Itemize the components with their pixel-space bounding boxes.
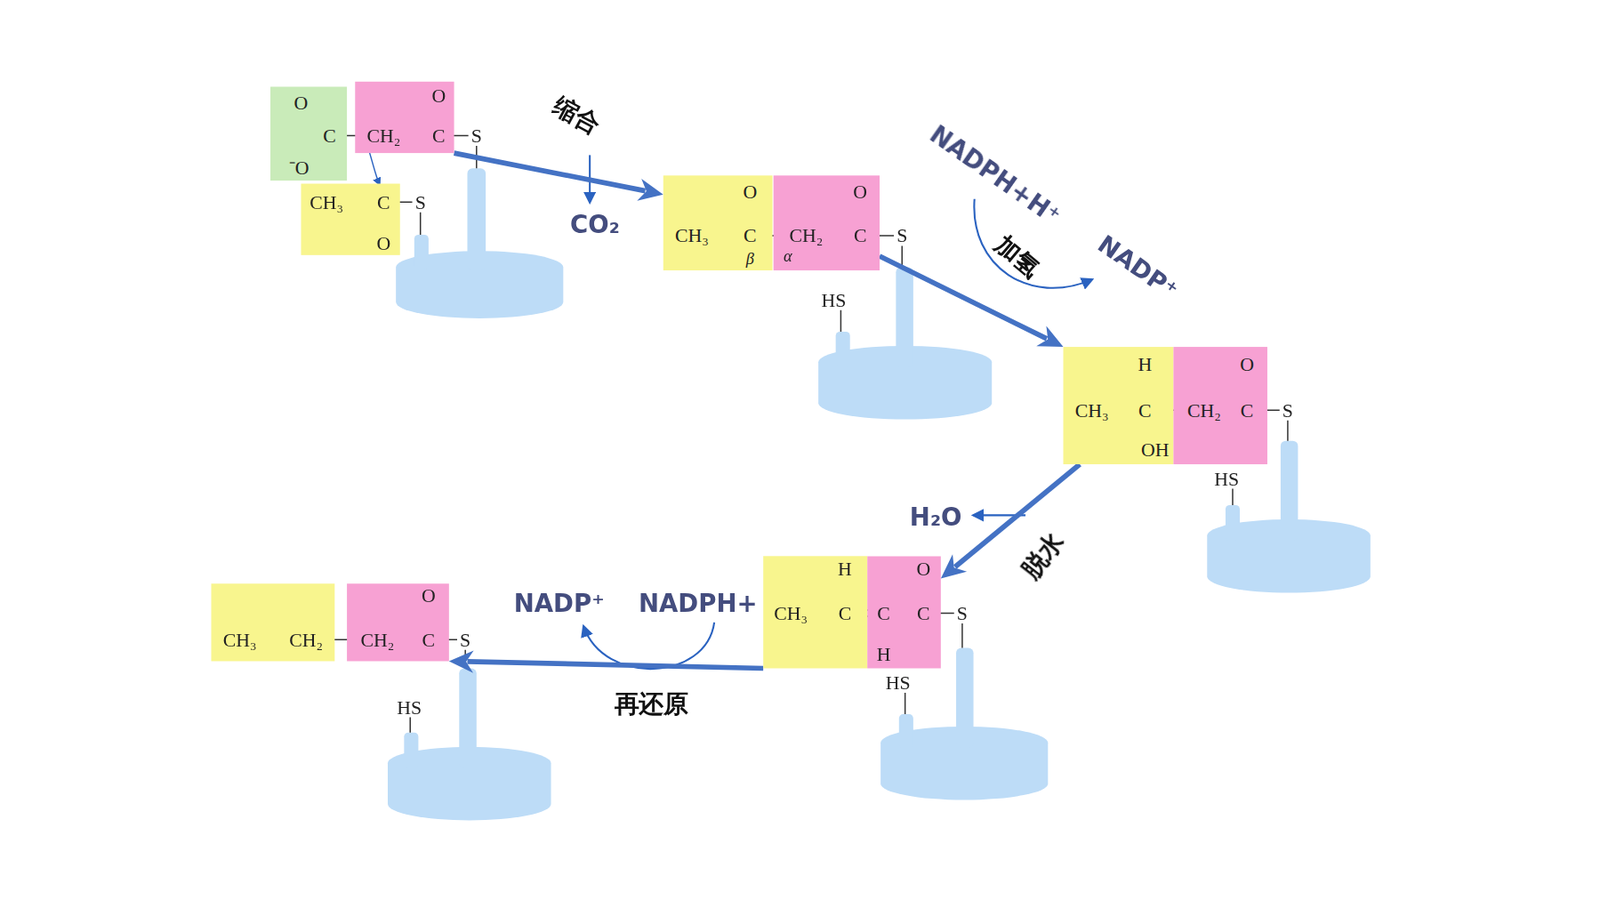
atom-text: C [916, 603, 931, 624]
step-label: 加氢 [990, 232, 1045, 282]
position-letter: α [783, 248, 793, 265]
atom-text: CH₃ [1075, 400, 1110, 420]
atom-text: O [377, 233, 392, 253]
atom-text: C [838, 603, 853, 624]
enzyme [387, 168, 1371, 821]
molecule-box: CH₃ CH₂ [210, 583, 335, 661]
atom-text: H [837, 558, 853, 579]
atom-text: C [876, 603, 891, 624]
arrow-shaft [454, 152, 646, 192]
atom-text: C [422, 629, 436, 650]
molecule-box: H CH₃ C OH [1063, 346, 1174, 465]
step-label: 脱水 [1018, 529, 1069, 583]
reaction-arrow [449, 650, 764, 673]
atom-text: O [1239, 354, 1255, 375]
atom-text: O [421, 586, 436, 606]
molecule-box: H CH₃ C [763, 555, 868, 668]
arrow-shaft [466, 661, 764, 669]
step-label: 缩合 [548, 93, 604, 138]
atom-text: CH₂ [289, 629, 323, 650]
atom-text: O [294, 93, 309, 113]
enzyme-arm [466, 168, 486, 271]
atom-label: S [415, 192, 427, 212]
molecule-box: OC ⁻O [270, 87, 347, 182]
atom-text: H [876, 644, 892, 665]
cofactor-label: NADP⁺ [514, 591, 605, 617]
cofactor-label: NADP⁺ [1093, 231, 1182, 304]
enzyme-arm [895, 267, 914, 368]
thiol-label: HS [820, 289, 846, 310]
molecule-box: O CH₃ Cβ [663, 175, 773, 271]
atom-text: ⁻O [289, 157, 310, 177]
molecule-box: O CH₂ C [346, 583, 450, 661]
atom-text: CH₂ [366, 126, 401, 146]
atom-text: O [852, 182, 868, 202]
atom-text: CH₃ [309, 192, 344, 212]
atom-text: CH₃ [223, 629, 258, 650]
molecule-box: O CH₂ C [354, 81, 454, 153]
atom-text: C [377, 192, 391, 212]
atom-text: C [432, 126, 446, 146]
atom-text: C [1240, 400, 1255, 420]
enzyme-stub [1225, 505, 1240, 541]
molecule-box: O CH₂ Cα [773, 175, 880, 271]
atom-text: C [743, 225, 757, 246]
atom-label: S [1282, 400, 1294, 420]
atom-text: CH₃ [675, 225, 709, 246]
thiol-label: HS [1214, 468, 1239, 489]
position-letter: β [746, 250, 755, 267]
cofactor-arrow [583, 622, 715, 669]
enzyme-stub [403, 732, 419, 769]
reaction-arrow [454, 152, 664, 202]
electron-arrow [369, 152, 379, 185]
atom-text: CH₃ [773, 603, 808, 624]
atom-text: C [853, 225, 868, 246]
atom-text: CH₂ [1187, 400, 1222, 420]
enzyme-arm [458, 667, 477, 768]
small-arrows [308, 126, 1092, 669]
enzyme-arm [1280, 441, 1299, 541]
atom-text: O [742, 182, 757, 202]
enzyme-stub [899, 714, 914, 748]
atom-text: H [1137, 354, 1152, 375]
step-label: 再还原 [614, 691, 689, 717]
molecule-box: CH₃ C O [300, 184, 400, 256]
atom-text: O [431, 86, 446, 106]
atom-label: S [459, 629, 471, 650]
atom-text: CH₂ [788, 225, 823, 246]
cofactor-label: NADPH+H⁺ [925, 121, 1065, 230]
cofactor-label: NADPH+ [638, 591, 758, 617]
atom-text: CH₂ [361, 629, 395, 650]
atom-text: C [1138, 400, 1152, 420]
thiol-label: HS [396, 697, 422, 717]
atom-text: OH [1141, 440, 1169, 460]
atom-text: C [322, 126, 337, 146]
byproduct-label: CO₂ [570, 212, 620, 238]
atom-label: S [956, 603, 968, 624]
atom-label: S [896, 225, 908, 246]
atom-label: S [471, 126, 483, 146]
enzyme-arm [956, 648, 974, 748]
byproduct-label: H₂O [909, 505, 963, 531]
enzyme-stub [414, 234, 429, 270]
molecule-box: O CH₂ C [1173, 346, 1268, 465]
molecule-box: OCCH [867, 555, 941, 668]
bonds [260, 105, 1288, 732]
enzyme-stub [836, 331, 851, 368]
atom-text: O [916, 558, 931, 579]
thiol-label: HS [885, 673, 911, 693]
